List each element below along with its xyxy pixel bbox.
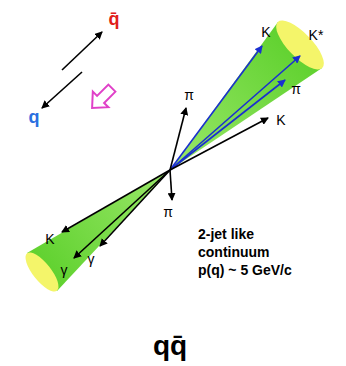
quark-label: q̄ xyxy=(109,10,120,30)
particle-label: γ xyxy=(88,252,95,267)
particle-label: K* xyxy=(309,28,324,43)
particle-label: γ xyxy=(61,263,68,278)
jet-end xyxy=(269,14,331,77)
note-text: 2-jet like xyxy=(198,227,254,242)
quark-label: q xyxy=(29,108,40,128)
track xyxy=(170,118,268,170)
track xyxy=(100,170,170,246)
track xyxy=(170,170,172,200)
track xyxy=(170,80,285,170)
track xyxy=(74,170,170,258)
particle-label: π xyxy=(291,82,301,97)
quark-arrow xyxy=(42,72,82,108)
transition-arrow xyxy=(84,80,119,115)
track xyxy=(170,56,300,170)
particle-label: K xyxy=(261,25,270,40)
quark-arrow xyxy=(62,32,102,70)
note-text: continuum xyxy=(198,245,270,260)
track xyxy=(62,170,170,232)
jet-end xyxy=(20,248,64,297)
particle-label: K xyxy=(45,232,54,247)
particle-label: π xyxy=(184,88,194,103)
note-text: p(q) ~ 5 GeV/c xyxy=(198,263,292,278)
track xyxy=(170,108,186,170)
particle-label: K xyxy=(276,113,285,128)
particle-label: π xyxy=(163,205,173,220)
caption: qq̄ xyxy=(153,331,187,362)
